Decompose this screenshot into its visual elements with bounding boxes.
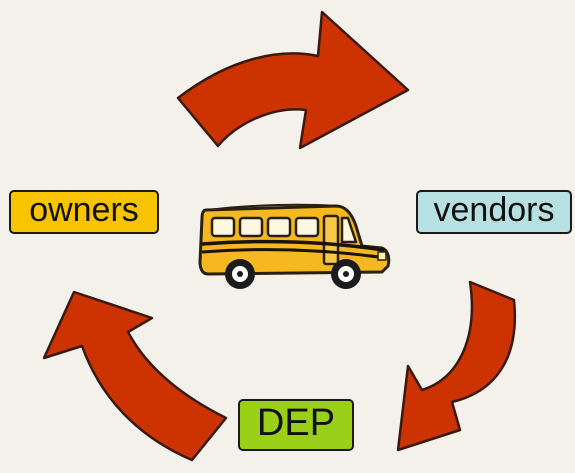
school-bus-icon [198, 203, 391, 289]
arrow-dep-to-owners [42, 290, 228, 462]
node-dep: DEP [238, 399, 354, 451]
node-owners: owners [9, 190, 159, 234]
arrow-owners-to-vendors [176, 10, 410, 150]
node-vendors: vendors [416, 190, 572, 234]
arrow-vendors-to-dep [396, 280, 517, 452]
